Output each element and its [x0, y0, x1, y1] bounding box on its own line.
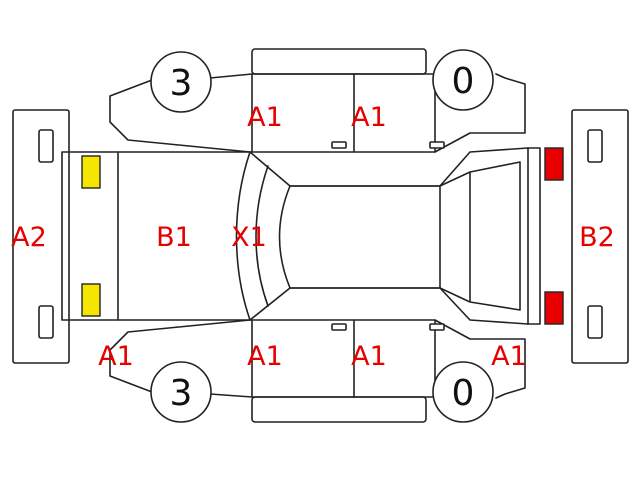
label-roof-front: X1 [231, 222, 267, 253]
label-hood: B1 [156, 222, 192, 253]
rear-bumper-slot-top [587, 129, 603, 163]
front-bumper-outline [12, 109, 70, 364]
wheel-front-left-value: 3 [170, 63, 193, 104]
rear-window-outline [439, 161, 521, 311]
top-front-door-handle [331, 141, 347, 149]
bottom-rear-door-handle [429, 323, 445, 331]
windshield-outline [235, 151, 291, 321]
front-bumper-fog-slot-bottom [38, 305, 54, 339]
roof-outline [289, 185, 441, 289]
label-bottom-front-fender: A1 [98, 341, 134, 372]
label-front-bumper: A2 [11, 222, 47, 253]
label-top-front-door: A1 [247, 102, 283, 133]
label-bottom-rear-door: A1 [351, 341, 387, 372]
wheel-front-left [150, 51, 212, 113]
rear-bumper-slot-bottom [587, 305, 603, 339]
label-rear-door: B2 [579, 222, 615, 253]
top-side-skirt [251, 48, 427, 75]
label-bottom-front-door: A1 [247, 341, 283, 372]
label-top-rear-door: A1 [351, 102, 387, 133]
taillamp-right [544, 291, 564, 325]
wheel-front-right [150, 361, 212, 423]
wheel-rear-right-value: 0 [452, 373, 475, 414]
headlamp-left [81, 155, 101, 189]
headlamp-right [81, 283, 101, 317]
wheel-rear-right [432, 361, 494, 423]
rear-bumper-outline [571, 109, 629, 364]
wheel-front-right-value: 3 [170, 373, 193, 414]
bottom-side-skirt [251, 396, 427, 423]
front-bumper-fog-slot-top [38, 129, 54, 163]
top-view-body [61, 147, 529, 325]
wheel-rear-left-value: 0 [452, 61, 475, 102]
rear-hatch-outline [527, 147, 541, 325]
taillamp-left [544, 147, 564, 181]
wheel-rear-left [432, 49, 494, 111]
label-bottom-rear-fender: A1 [491, 341, 527, 372]
top-rear-door-handle [429, 141, 445, 149]
bottom-front-door-handle [331, 323, 347, 331]
